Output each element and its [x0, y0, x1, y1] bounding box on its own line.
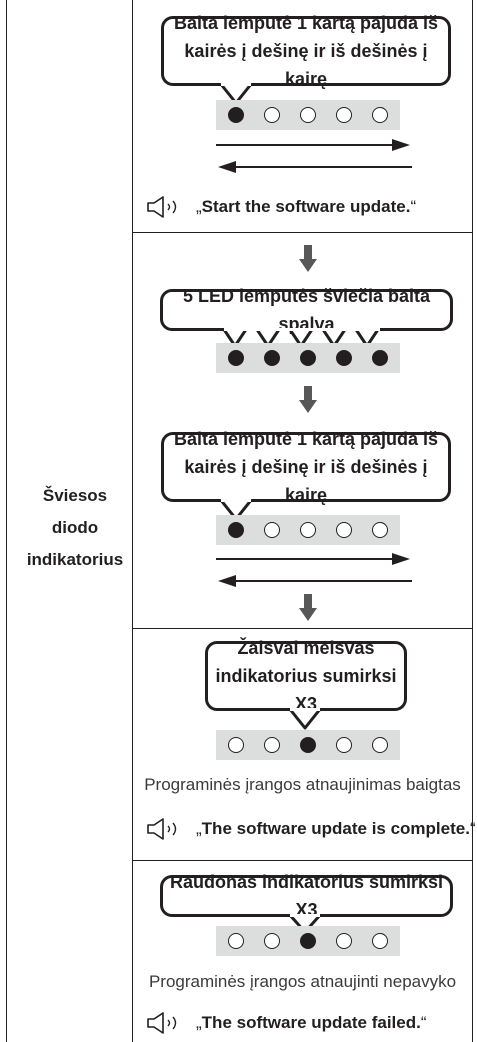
result-caption: Programinės įrangos atnaujinimas baigtas [144, 775, 461, 794]
led-off [372, 522, 388, 538]
led-bar [216, 343, 400, 373]
led-on [372, 350, 388, 366]
voice-guide: „The software update failed.“ [146, 1012, 427, 1034]
quote-open: „ [196, 197, 202, 216]
led-off [300, 107, 316, 123]
led-off [264, 737, 280, 753]
led-on [228, 522, 244, 538]
led-bar [216, 730, 400, 760]
quote-open: „ [196, 1013, 202, 1032]
bubble-line: kairės į dešinę ir iš dešinės į kairę [184, 457, 428, 505]
led-off [300, 522, 316, 538]
voice-text: The software update failed. [201, 1013, 421, 1032]
led-off [372, 933, 388, 949]
led-on [228, 350, 244, 366]
led-off [264, 522, 280, 538]
led-off [228, 737, 244, 753]
led-off [372, 107, 388, 123]
led-off [336, 933, 352, 949]
led-off [336, 107, 352, 123]
table-border-left [6, 0, 7, 1042]
left-right-arrows-icon [216, 139, 412, 173]
led-bar [216, 926, 400, 956]
speaker-icon [147, 818, 177, 840]
bubble-line: Balta lemputė 1 kartą pajuda iš [173, 13, 439, 33]
down-arrow-icon [299, 245, 317, 272]
led-on [300, 933, 316, 949]
bubble-line: Balta lemputė 1 kartą pajuda iš [173, 429, 439, 449]
result-caption: Programinės įrangos atnaujinti nepavyko [148, 972, 457, 991]
bubble-line: kairės į dešinę ir iš dešinės į kairę [184, 41, 428, 89]
left-right-arrows-icon [216, 553, 412, 587]
voice-text: The software update is complete. [201, 819, 470, 838]
status-bubble: Balta lemputė 1 kartą pajuda iš kairės į… [161, 13, 451, 89]
down-arrow-icon [299, 386, 317, 413]
status-bubble: Žalsvai melsvas indikatorius sumirksi X3 [205, 638, 407, 714]
bubble-tail [287, 708, 323, 730]
led-indicator-label: Šviesos diodo indikatorius [18, 480, 132, 576]
led-on [336, 350, 352, 366]
bubble-line: Žalsvai melsvas [237, 638, 375, 658]
led-off [336, 737, 352, 753]
voice-text: Start the software update. [201, 197, 411, 216]
down-arrow-icon [299, 594, 317, 621]
status-bubble: Balta lemputė 1 kartą pajuda iš kairės į… [161, 429, 451, 505]
label-line: diodo [51, 518, 99, 537]
led-on [228, 107, 244, 123]
led-off [336, 522, 352, 538]
bubble-tails [223, 328, 381, 348]
quote-close: “ [410, 197, 417, 216]
led-off [228, 933, 244, 949]
voice-guide: „Start the software update.“ [146, 196, 416, 218]
led-off [372, 737, 388, 753]
quote-open: „ [196, 819, 202, 838]
quote-close: “ [469, 819, 476, 838]
led-on [264, 350, 280, 366]
voice-guide: „The software update is complete.“ [146, 818, 476, 840]
row-divider [132, 232, 473, 233]
speaker-icon [147, 196, 177, 218]
table-column-divider [132, 0, 133, 1042]
table-border-right [472, 0, 473, 1042]
bubble-tail [218, 83, 254, 105]
row-divider [132, 628, 473, 629]
bubble-tail [287, 914, 323, 934]
row-divider [132, 860, 473, 861]
bubble-tail [218, 499, 254, 521]
status-bubble: Raudonas indikatorius sumirksi X3 [160, 872, 453, 920]
led-on [300, 350, 316, 366]
led-bar [216, 100, 400, 130]
label-line: Šviesos [42, 486, 108, 505]
led-off [264, 107, 280, 123]
speaker-icon [147, 1012, 177, 1034]
quote-close: “ [420, 1013, 427, 1032]
led-on [300, 737, 316, 753]
led-bar [216, 515, 400, 545]
label-line: indikatorius [26, 550, 124, 569]
led-off [264, 933, 280, 949]
status-bubble: 5 LED lemputės šviečia balta spalva [160, 286, 453, 334]
